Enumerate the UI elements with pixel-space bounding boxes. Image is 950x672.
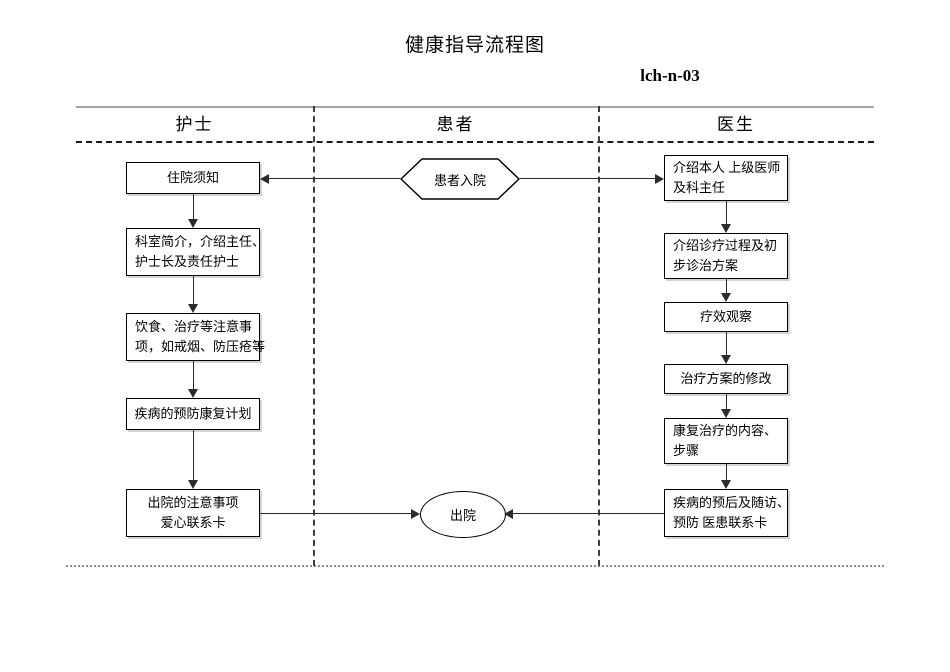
connector-diet-to-prevention <box>193 361 194 389</box>
swimlane-divider-patient-doctor <box>598 106 600 566</box>
node-prognosis-followup[interactable]: 疾病的预后及随访、 预防 医患联系卡 <box>664 489 791 537</box>
node-label: 治疗方案的修改 <box>680 371 772 386</box>
swimlane-title-nurse: 护士 <box>175 115 214 134</box>
node-label-line-1: 科室简介，介绍主任、 <box>135 234 266 249</box>
node-diagnosis-process[interactable]: 介绍诊疗过程及初 步诊治方案 <box>664 233 788 279</box>
node-label: 疾病的预防康复计划 <box>134 406 252 421</box>
connector-admit-to-doctor <box>520 178 656 179</box>
connector-diagnosis-to-efficacy <box>726 279 727 293</box>
node-label: 患者入院 <box>433 172 486 188</box>
arrowhead-down <box>188 480 198 489</box>
arrowhead-down <box>188 304 198 313</box>
arrowhead-down <box>721 293 731 302</box>
node-label-line-2: 项，如戒烟、防压疮等 <box>135 339 266 354</box>
node-label: 出院 <box>449 508 476 523</box>
arrowhead-down <box>721 409 731 418</box>
page-title: 健康指导流程图 <box>404 35 545 56</box>
arrowhead-right <box>655 174 664 184</box>
connector-prevention-to-discharge-notice <box>193 430 194 480</box>
swimlane-title-patient: 患者 <box>436 115 475 134</box>
arrowhead-left <box>504 509 513 519</box>
node-label-line-2: 爱心联系卡 <box>160 515 226 530</box>
document-code: lch-n-03 <box>640 66 700 85</box>
connector-doctor-to-discharge <box>512 513 664 514</box>
node-discharge-notice[interactable]: 出院的注意事项 爱心联系卡 <box>126 489 260 537</box>
node-label: 住院须知 <box>166 170 219 185</box>
node-department-intro[interactable]: 科室简介，介绍主任、 护士长及责任护士 <box>126 228 266 276</box>
hexagon-shape <box>400 158 520 200</box>
node-label-line-1: 介绍诊疗过程及初 <box>673 238 778 253</box>
node-label-line-2: 步骤 <box>673 443 700 458</box>
node-rehab-content[interactable]: 康复治疗的内容、 步骤 <box>664 418 788 464</box>
connector-selfintro-to-diagnosis <box>726 201 727 224</box>
connector-admit-to-nurse <box>268 178 400 179</box>
node-admission-notice[interactable]: 住院须知 <box>126 162 260 194</box>
arrowhead-down <box>721 224 731 233</box>
swimlane-header-rule <box>76 141 874 143</box>
node-prevention-plan[interactable]: 疾病的预防康复计划 <box>126 398 260 430</box>
node-label-line-1: 出院的注意事项 <box>147 495 239 510</box>
swimlane-divider-nurse-patient <box>313 106 315 566</box>
node-label-line-2: 预防 医患联系卡 <box>673 515 768 530</box>
connector-nurse-to-discharge <box>260 513 412 514</box>
arrowhead-down <box>721 480 731 489</box>
node-efficacy-observe[interactable]: 疗效观察 <box>664 302 788 332</box>
node-label-line-2: 护士长及责任护士 <box>135 254 240 269</box>
arrowhead-down <box>721 355 731 364</box>
node-label-line-2: 步诊治方案 <box>673 258 739 273</box>
node-plan-revision[interactable]: 治疗方案的修改 <box>664 364 788 394</box>
connector-revision-to-rehab <box>726 394 727 409</box>
node-self-intro[interactable]: 介绍本人 上级医师 及科主任 <box>664 155 788 201</box>
arrowhead-left <box>260 174 269 184</box>
node-patient-admit[interactable]: 患者入院 <box>400 158 520 200</box>
arrowhead-down <box>188 219 198 228</box>
node-discharge[interactable]: 出院 <box>420 491 506 538</box>
node-label-line-1: 疾病的预后及随访、 <box>673 495 791 510</box>
node-label-line-1: 饮食、治疗等注意事 <box>135 319 253 334</box>
swimlane-bottom-rule <box>66 565 884 567</box>
connector-rehab-to-prognosis <box>726 464 727 480</box>
connector-intro-to-diet <box>193 276 194 304</box>
node-label-line-1: 介绍本人 上级医师 <box>673 160 781 175</box>
node-label-line-1: 康复治疗的内容、 <box>673 423 778 438</box>
swimlane-top-rule <box>76 106 874 108</box>
arrowhead-right <box>411 509 420 519</box>
connector-admission-to-intro <box>193 194 194 219</box>
swimlane-title-doctor: 医生 <box>717 115 755 134</box>
connector-efficacy-to-revision <box>726 332 727 355</box>
node-label-line-2: 及科主任 <box>673 180 726 195</box>
node-label: 疗效观察 <box>699 309 752 324</box>
arrowhead-down <box>188 389 198 398</box>
node-diet-treatment[interactable]: 饮食、治疗等注意事 项，如戒烟、防压疮等 <box>126 313 266 361</box>
